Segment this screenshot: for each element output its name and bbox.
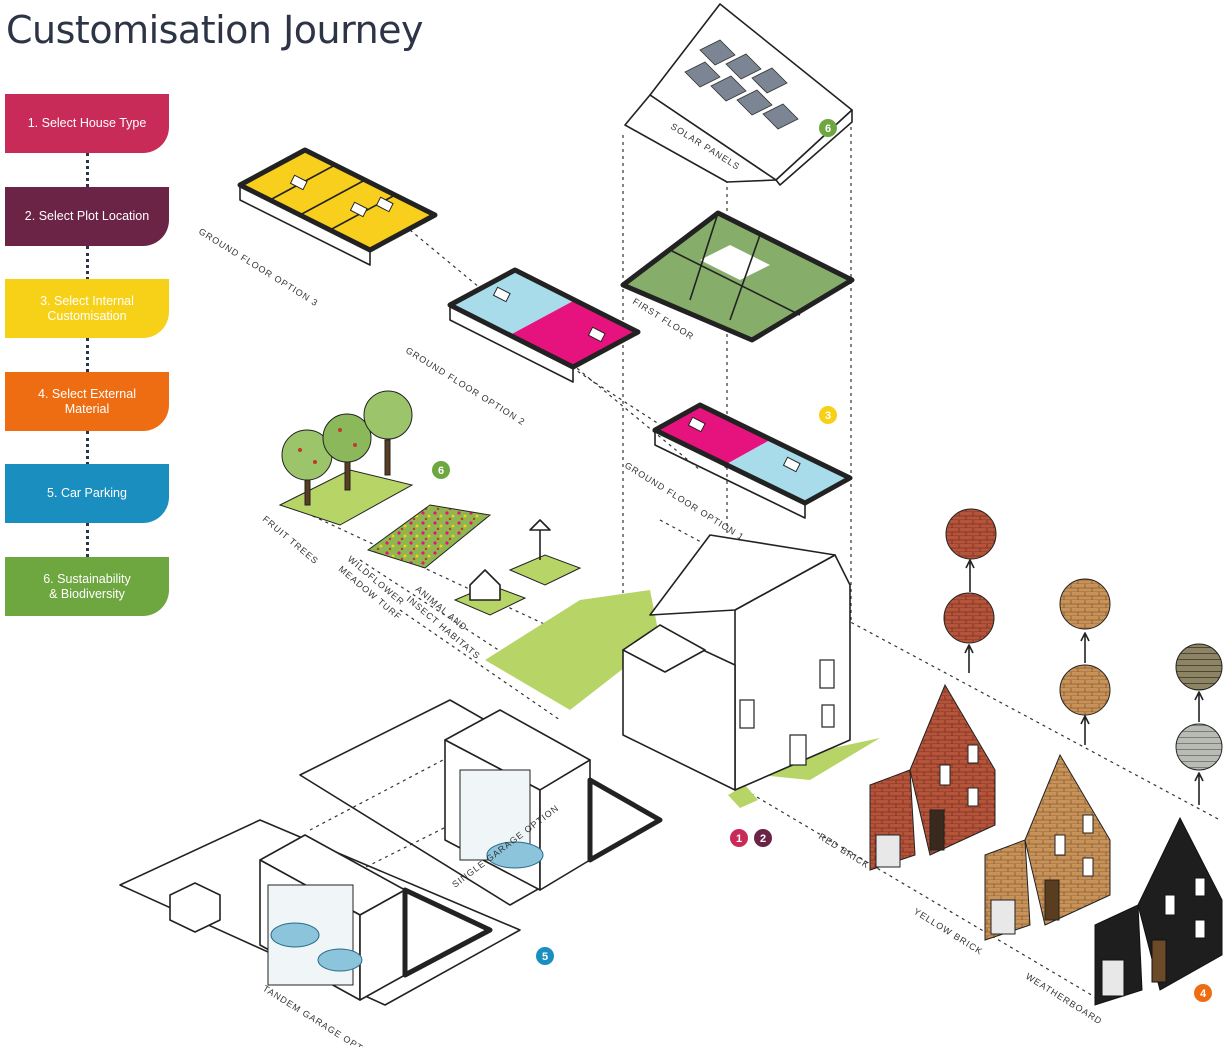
step-connector <box>86 338 89 372</box>
badge-external-material[interactable]: 4 <box>1194 984 1212 1002</box>
red-brick-label: RED BRICK <box>817 831 871 870</box>
badge-sustainability-roof[interactable]: 6 <box>819 119 837 137</box>
weatherboard-swatch-brown[interactable] <box>1175 643 1223 691</box>
step-connector <box>86 431 89 465</box>
step-connector <box>86 523 89 557</box>
step-car-parking[interactable]: 5. Car Parking <box>5 464 169 523</box>
garden-lawn <box>485 590 880 808</box>
page-title: Customisation Journey <box>6 8 424 52</box>
badge-plot-location[interactable]: 2 <box>754 829 772 847</box>
yellow-brick-label: YELLOW BRICK <box>912 906 985 957</box>
step-connector <box>86 153 89 187</box>
solar-panel-array <box>684 39 799 130</box>
badge-car-parking[interactable]: 5 <box>536 947 554 965</box>
badge-number: 2 <box>760 833 766 845</box>
ground-floor-option-2[interactable]: GROUND FLOOR OPTION 2 <box>404 267 641 427</box>
ground-floor-option-3[interactable]: GROUND FLOOR OPTION 3 <box>197 147 438 308</box>
weatherboard-swatch-grey[interactable] <box>1175 723 1223 771</box>
solar-roof: SOLAR PANELS <box>624 3 853 186</box>
yellow-brick-swatch[interactable] <box>1059 664 1111 716</box>
single-garage-option[interactable]: SINGLE GARAGE OPTION <box>299 699 663 906</box>
material-swatches <box>943 508 1223 805</box>
step-sustainability-biodiversity[interactable]: 6. Sustainability & Biodiversity <box>5 557 169 616</box>
step-label: 2. Select Plot Location <box>24 209 150 223</box>
step-select-external-material[interactable]: 4. Select External Material <box>5 372 169 431</box>
red-brick-swatch-dark[interactable] <box>945 508 997 560</box>
badge-number: 6 <box>438 465 444 477</box>
yellow-brick-swatch-dark[interactable] <box>1059 578 1111 630</box>
step-select-house-type[interactable]: 1. Select House Type <box>5 94 169 153</box>
ground-floor-option-1-label: GROUND FLOOR OPTION 1 <box>623 460 746 542</box>
ground-floor-option-2-label: GROUND FLOOR OPTION 2 <box>404 345 527 427</box>
ground-floor-option-1[interactable]: GROUND FLOOR OPTION 1 <box>623 402 853 542</box>
step-select-internal-customisation[interactable]: 3. Select Internal Customisation <box>5 279 169 338</box>
step-connector <box>86 246 89 280</box>
badge-number: 5 <box>542 951 548 963</box>
red-brick-swatch[interactable] <box>943 592 995 644</box>
badge-number: 6 <box>825 123 831 135</box>
step-label: 5. Car Parking <box>47 486 127 500</box>
step-label: 4. Select External Material <box>38 386 136 416</box>
badge-number: 4 <box>1200 988 1207 1000</box>
step-label: 1. Select House Type <box>27 116 147 130</box>
badge-number: 1 <box>736 833 742 845</box>
main-house[interactable] <box>622 534 851 791</box>
step-label: 3. Select Internal Customisation <box>40 293 134 323</box>
red-brick-house[interactable]: RED BRICK <box>817 683 996 871</box>
badge-biodiversity[interactable]: 6 <box>432 461 450 479</box>
fruit-trees-label: FRUIT TREES <box>261 514 321 566</box>
step-select-plot-location[interactable]: 2. Select Plot Location <box>5 187 169 246</box>
first-floor[interactable]: FIRST FLOOR <box>620 210 855 343</box>
badge-number: 3 <box>825 410 831 422</box>
badge-internal-customisation[interactable]: 3 <box>819 406 837 424</box>
ground-floor-option-3-label: GROUND FLOOR OPTION 3 <box>197 226 320 308</box>
badge-house-type[interactable]: 1 <box>730 829 748 847</box>
weatherboard-label: WEATHERBOARD <box>1024 971 1104 1026</box>
step-label: 6. Sustainability & Biodiversity <box>43 571 131 601</box>
